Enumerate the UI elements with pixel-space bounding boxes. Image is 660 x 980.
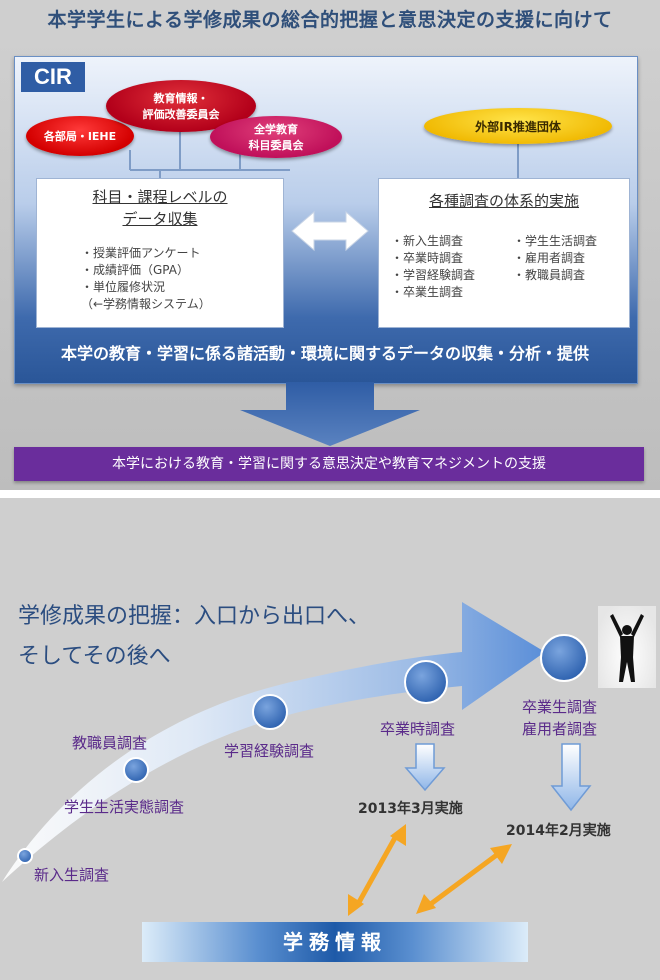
ellipse-bukyoku: 各部局・IEHE: [26, 116, 134, 156]
page-title: 本学学生による学修成果の総合的把握と意思決定の支援に向けて: [0, 0, 660, 40]
list-item: ・卒業生調査: [391, 285, 464, 299]
survey-list-col2: ・学生生活調査 ・雇用者調査 ・教職員調査: [513, 233, 597, 284]
ellipse-kyoiku-label-2: 評価改善委員会: [142, 108, 220, 121]
progress-title-1: 学修成果の把握：入口から出口へ、: [18, 604, 371, 629]
orange-double-arrow-icon: [416, 844, 512, 914]
data-collection-title-2: データ収集: [122, 210, 198, 228]
list-item: ・教職員調査: [513, 268, 586, 282]
milestone-gakushu-keiken: [252, 694, 288, 730]
survey-list-col1: ・新入生調査 ・卒業時調査 ・学習経験調査 ・卒業生調査: [391, 233, 475, 301]
milestone-markers: [17, 634, 588, 864]
connector-lines: [129, 128, 519, 180]
ellipse-zengaku-label-2: 科目委員会: [248, 139, 304, 152]
progress-title-2: そしてその後へ: [18, 644, 171, 669]
cir-badge: CIR: [21, 62, 85, 92]
down-arrow-icon: [404, 743, 446, 792]
orange-double-arrow-icon: [348, 824, 406, 916]
list-item: （←学務情報システム）: [81, 297, 211, 311]
label-shinnyusei: 新入生調査: [34, 866, 110, 884]
ellipse-kyoiku-label-1: 教育情報・: [153, 92, 209, 105]
bottom-panel: [0, 498, 660, 980]
data-collection-title-1: 科目・課程レベルの: [92, 188, 228, 206]
down-arrow-icon: [550, 743, 592, 812]
bidirectional-arrow-icon: [291, 210, 369, 252]
survey-box-title: 各種調査の体系的実施: [428, 192, 579, 210]
label-sotsugyosei: 卒業生調査: [522, 698, 598, 716]
label-koyosha: 雇用者調査: [522, 720, 598, 738]
list-item: ・単位履修状況: [81, 280, 166, 294]
milestone-shinnyusei: [17, 848, 33, 864]
list-item: ・雇用者調査: [513, 251, 586, 265]
milestone-gakusei-seikatsu: [123, 757, 149, 783]
list-item: ・学生生活調査: [513, 234, 598, 248]
ellipse-bukyoku-label: 各部局・IEHE: [43, 130, 117, 143]
graduate-silhouette: [598, 606, 656, 688]
label-kyoshokuin: 教職員調査: [72, 734, 148, 752]
ellipse-zengaku-label-1: 全学教育: [254, 123, 298, 136]
ellipse-zengaku: 全学教育 科目委員会: [210, 116, 342, 158]
list-item: ・新入生調査: [391, 234, 464, 248]
date-2014: 2014年2月実施: [506, 823, 611, 839]
cir-caption: 本学の教育・学習に係る諸活動・環境に関するデータの収集・分析・提供: [60, 344, 589, 363]
date-2013: 2013年3月実施: [358, 801, 463, 817]
label-sotsugyoji: 卒業時調査: [380, 720, 456, 738]
label-gakushu-keiken: 学習経験調査: [224, 742, 315, 760]
list-item: ・卒業時調査: [391, 251, 464, 265]
decision-support-bar: 本学における教育・学習に関する意思決定や教育マネジメントの支援: [14, 447, 644, 481]
person-cheering-icon: [610, 614, 644, 682]
label-gakusei-seikatsu: 学生生活実態調査: [64, 798, 185, 816]
section-divider: [0, 490, 660, 498]
ellipse-gaibu: 外部IR推進団体: [424, 108, 612, 144]
survey-box: 各種調査の体系的実施 ・新入生調査 ・卒業時調査 ・学習経験調査 ・卒業生調査 …: [378, 178, 630, 328]
ellipse-gaibu-label: 外部IR推進団体: [475, 119, 561, 134]
data-collection-box: 科目・課程レベルの データ収集 ・授業評価アンケート ・成績評価（GPA） ・単…: [36, 178, 284, 328]
down-arrow-icon: [240, 382, 420, 446]
milestone-sotsugyosei: [540, 634, 588, 682]
milestone-sotsugyoji: [404, 660, 448, 704]
list-item: ・学習経験調査: [391, 268, 476, 282]
list-item: ・成績評価（GPA）: [81, 263, 189, 277]
orange-arrows: [348, 824, 512, 916]
kyomu-joho-bar: 学務情報: [142, 922, 528, 962]
list-item: ・授業評価アンケート: [81, 246, 201, 260]
data-collection-list: ・授業評価アンケート ・成績評価（GPA） ・単位履修状況 （←学務情報システム…: [81, 245, 211, 313]
